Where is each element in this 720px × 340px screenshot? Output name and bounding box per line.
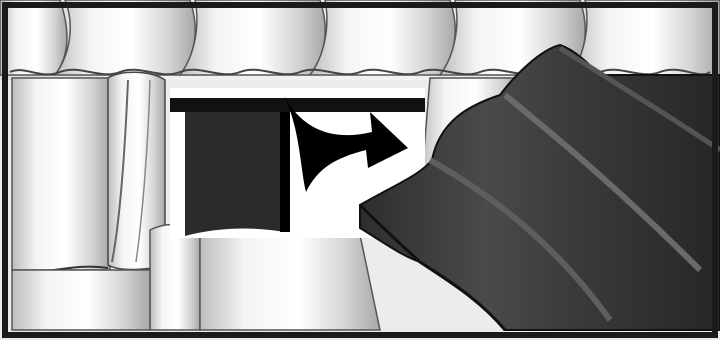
upper-tile-3	[180, 0, 325, 75]
lower-tile-left	[12, 78, 110, 270]
gap-divider	[280, 112, 290, 232]
gap-shadow	[185, 112, 285, 236]
bottom-tile-2	[200, 226, 380, 330]
upper-tile-row	[0, 0, 720, 80]
bottom-tile-1	[150, 225, 200, 330]
upper-tile-4	[310, 0, 455, 75]
upper-tile-1	[0, 0, 67, 75]
upper-tile-6	[570, 0, 720, 75]
roof-batten	[170, 98, 425, 112]
upper-tile-2	[55, 0, 195, 75]
bottom-tile-3	[12, 270, 150, 330]
